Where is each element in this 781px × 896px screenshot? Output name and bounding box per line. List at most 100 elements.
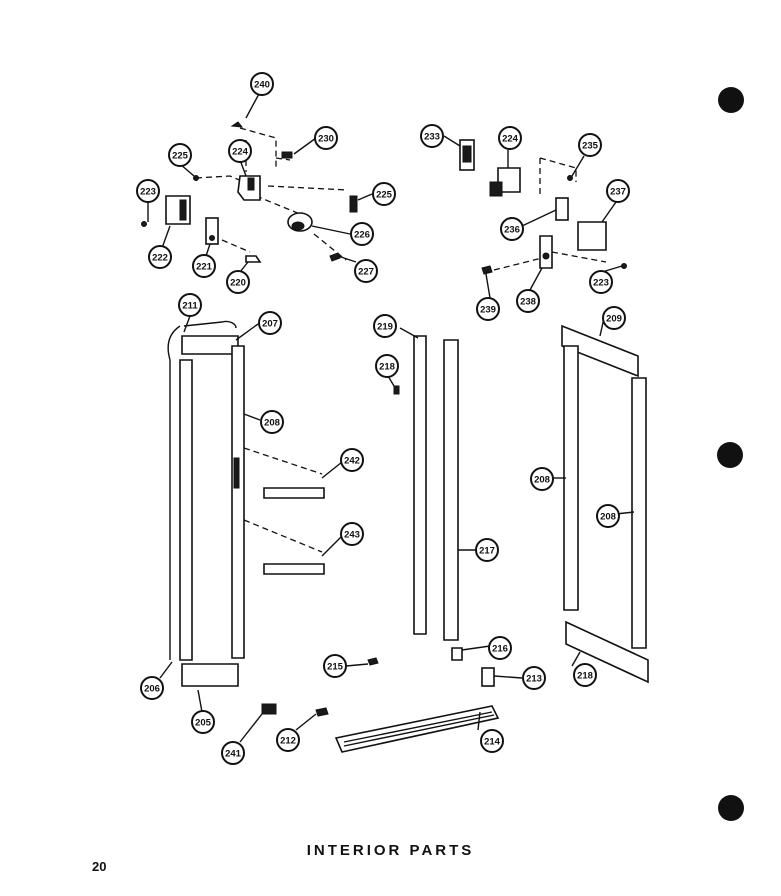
callout-211: 211 xyxy=(178,293,202,317)
spring-225 xyxy=(349,195,358,213)
shelf-242 xyxy=(263,487,325,499)
callout-213: 213 xyxy=(522,666,546,690)
svg-text:227: 227 xyxy=(358,267,374,278)
diagram-caption: INTERIOR PARTS xyxy=(306,842,475,859)
svg-text:241: 241 xyxy=(225,749,242,760)
svg-text:216: 216 xyxy=(492,644,508,655)
label-213 xyxy=(481,667,495,687)
svg-text:223: 223 xyxy=(593,278,609,289)
svg-text:243: 243 xyxy=(344,530,360,541)
clip-240 xyxy=(230,121,244,128)
svg-text:224: 224 xyxy=(502,134,519,145)
svg-text:218: 218 xyxy=(379,362,395,373)
svg-text:225: 225 xyxy=(376,190,393,201)
clip-212 xyxy=(315,707,329,717)
trim-218 xyxy=(565,620,649,684)
binding-hole-top xyxy=(718,87,744,113)
upper-right-assembly xyxy=(459,139,627,275)
binding-hole-bottom xyxy=(718,795,744,821)
clip-218 xyxy=(393,385,400,395)
svg-text:239: 239 xyxy=(480,305,496,316)
screw-227 xyxy=(329,252,341,262)
grille-214 xyxy=(334,705,500,753)
callout-208c: 208 xyxy=(596,504,620,528)
svg-text:220: 220 xyxy=(230,278,246,289)
callout-208b: 208 xyxy=(530,467,554,491)
callout-219: 219 xyxy=(373,314,397,338)
callout-214: 214 xyxy=(480,729,504,753)
svg-text:225: 225 xyxy=(172,151,189,162)
svg-text:212: 212 xyxy=(280,736,296,747)
callout-218a: 218 xyxy=(375,354,399,378)
svg-text:219: 219 xyxy=(377,322,393,333)
plate-236 xyxy=(555,197,569,221)
svg-text:217: 217 xyxy=(479,546,495,557)
callout-220: 220 xyxy=(226,270,250,294)
gasket-206-left xyxy=(179,359,193,661)
callout-217: 217 xyxy=(475,538,499,562)
callout-212: 212 xyxy=(276,728,300,752)
screw-235 xyxy=(567,175,573,181)
trim-209 xyxy=(561,324,639,378)
callout-225: 225 xyxy=(168,143,192,167)
svg-text:236: 236 xyxy=(504,225,520,236)
svg-text:238: 238 xyxy=(520,297,536,308)
leader-lines xyxy=(147,91,635,743)
svg-text:208: 208 xyxy=(534,475,550,486)
svg-text:233: 233 xyxy=(424,132,440,143)
callout-206: 206 xyxy=(140,676,164,700)
callout-235: 235 xyxy=(578,133,602,157)
page-number: 20 xyxy=(92,859,107,874)
divider-217 xyxy=(443,339,459,641)
callout-240: 240 xyxy=(250,72,274,96)
center-parts xyxy=(334,335,500,753)
svg-text:218: 218 xyxy=(577,671,593,682)
callout-241: 241 xyxy=(221,741,245,765)
svg-text:214: 214 xyxy=(484,737,501,748)
trim-205 xyxy=(181,663,239,687)
svg-text:208: 208 xyxy=(600,512,616,523)
svg-text:211: 211 xyxy=(182,301,198,312)
svg-text:213: 213 xyxy=(526,674,542,685)
callout-221: 221 xyxy=(192,254,216,278)
svg-text:230: 230 xyxy=(318,134,334,145)
callout-242: 242 xyxy=(340,448,364,472)
left-door-liner xyxy=(167,320,379,717)
callout-233: 233 xyxy=(420,124,444,148)
clip-220 xyxy=(245,255,262,263)
svg-text:222: 222 xyxy=(152,253,168,264)
callout-230: 230 xyxy=(314,126,338,150)
breaker-208-left xyxy=(563,345,579,611)
bracket-216 xyxy=(451,647,463,661)
breaker-208-right xyxy=(631,377,647,649)
upper-left-assembly xyxy=(141,121,358,263)
svg-text:221: 221 xyxy=(196,262,213,273)
housing-237 xyxy=(577,221,607,251)
clip-215 xyxy=(367,657,379,666)
svg-text:224: 224 xyxy=(232,147,249,158)
callout-225b: 225 xyxy=(372,182,396,206)
callout-224: 224 xyxy=(228,139,252,163)
svg-text:206: 206 xyxy=(144,684,160,695)
callout-224b: 224 xyxy=(498,126,522,150)
plate-238 xyxy=(539,235,553,269)
svg-text:223: 223 xyxy=(140,187,156,198)
svg-text:205: 205 xyxy=(195,718,212,729)
svg-text:215: 215 xyxy=(327,662,344,673)
svg-text:226: 226 xyxy=(354,230,370,241)
callout-207: 207 xyxy=(258,311,282,335)
callout-239: 239 xyxy=(476,297,500,321)
binding-hole-middle xyxy=(717,442,743,468)
callout-238: 238 xyxy=(516,289,540,313)
plate-221 xyxy=(205,217,219,245)
screw-230 xyxy=(281,151,293,159)
callout-222: 222 xyxy=(148,245,172,269)
right-door-liner xyxy=(561,324,649,684)
callout-209: 209 xyxy=(602,306,626,330)
callout-223: 223 xyxy=(136,179,160,203)
callout-205: 205 xyxy=(191,710,215,734)
svg-text:235: 235 xyxy=(582,141,599,152)
svg-text:237: 237 xyxy=(610,187,626,198)
svg-text:240: 240 xyxy=(254,80,270,91)
